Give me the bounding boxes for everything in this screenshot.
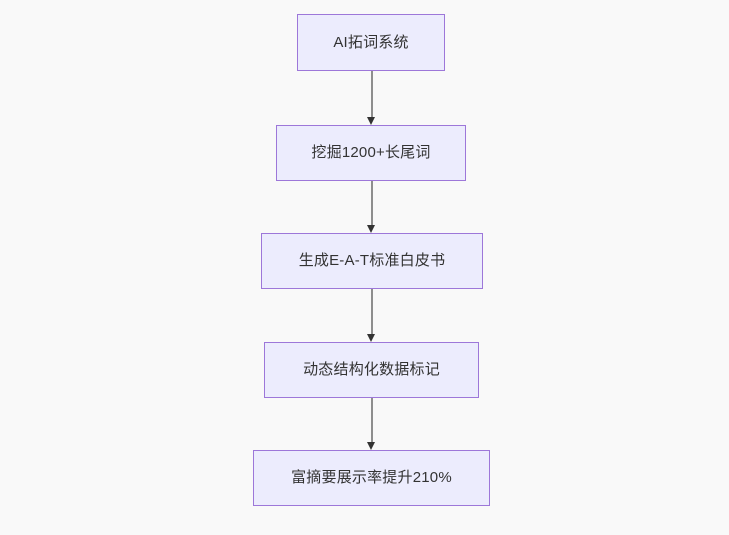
flow-node-label: 挖掘1200+长尾词 [311, 144, 431, 161]
flow-node-ai-keyword-system[interactable]: AI拓词系统 [297, 14, 445, 71]
arrow-down-icon [366, 442, 375, 450]
flow-node-label: 生成E-A-T标准白皮书 [298, 252, 446, 269]
flow-node-generate-eat-whitepaper[interactable]: 生成E-A-T标准白皮书 [261, 233, 483, 289]
flow-node-label: 富摘要展示率提升210% [291, 469, 452, 486]
arrow-down-icon [366, 117, 375, 125]
edge-line [371, 398, 373, 442]
flow-node-label: 动态结构化数据标记 [303, 361, 440, 378]
arrow-down-icon [366, 225, 375, 233]
edge-line [371, 71, 373, 117]
edge-line [371, 289, 373, 334]
flow-node-rich-snippet-impression-uplift[interactable]: 富摘要展示率提升210% [253, 450, 490, 506]
flow-node-dynamic-structured-data-markup[interactable]: 动态结构化数据标记 [264, 342, 479, 398]
arrow-down-icon [366, 334, 375, 342]
flow-node-label: AI拓词系统 [333, 33, 409, 51]
flow-node-mine-longtail-keywords[interactable]: 挖掘1200+长尾词 [276, 125, 466, 181]
edge-line [371, 181, 373, 225]
